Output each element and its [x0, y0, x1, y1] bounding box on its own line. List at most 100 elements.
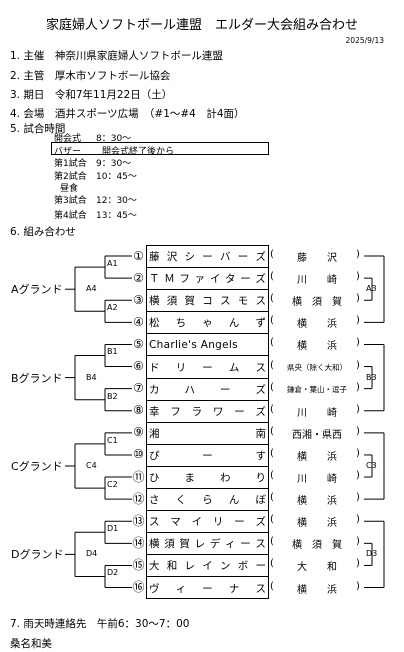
region-paren-close: ) — [356, 337, 360, 349]
team-region: 横 浜 — [297, 451, 337, 463]
region-paren-open: ( — [270, 470, 274, 482]
right-label: D3 — [366, 549, 378, 559]
team-row: カハーズ — [147, 379, 268, 401]
region-paren-close: ) — [356, 249, 360, 261]
team-region: 横 浜 — [297, 319, 337, 331]
team-number: ⑧ — [133, 403, 144, 418]
team-name: ひまわり — [149, 472, 266, 485]
venue-line: 4. 会場 酒井スポーツ広場 （#1～#4 計4面） — [10, 108, 245, 120]
organizer-line: 1. 主催 神奈川県家庭婦人ソフトボール連盟 — [10, 50, 223, 62]
team-row: 横須賀レディース — [147, 533, 268, 556]
region-paren-open: ( — [270, 249, 274, 261]
team-name: ヴィーナス — [149, 583, 266, 596]
region-paren-close: ) — [356, 381, 360, 393]
region-paren-open: ( — [270, 492, 274, 504]
region-paren-close: ) — [356, 315, 360, 327]
team-name: 藤沢シーバーズ — [149, 251, 266, 264]
team-name: 大和レインボー — [149, 560, 266, 573]
team-row: ドリームス — [147, 357, 268, 379]
team-number: ⑮ — [132, 557, 145, 572]
team-name: 湘南 — [149, 427, 266, 440]
schedule-time: 開会式終了後から — [102, 147, 175, 157]
region-paren-close: ) — [356, 514, 360, 526]
team-number: ⑤ — [133, 336, 144, 351]
ground-label: Aグランド — [11, 283, 63, 297]
match-label: B1 — [107, 347, 118, 357]
team-row: Charlie's Angels — [147, 334, 268, 357]
region-paren-open: ( — [270, 337, 274, 349]
match-label: C1 — [107, 435, 118, 445]
team-region: 横 浜 — [297, 584, 337, 596]
contact-name: 桑名和美 — [10, 638, 52, 650]
region-paren-open: ( — [270, 514, 274, 526]
team-row: 大和レインボー — [147, 555, 268, 578]
team-region: 横 浜 — [297, 518, 337, 530]
ground-label: Bグランド — [11, 371, 63, 385]
final-label: D4 — [86, 549, 98, 559]
region-paren-close: ) — [356, 492, 360, 504]
schedule-label: 開会式 — [54, 134, 82, 144]
team-region: 鎌倉・葉山・逗子 — [287, 384, 347, 394]
team-region: 藤 沢 — [297, 253, 337, 265]
region-paren-open: ( — [270, 271, 274, 283]
team-row: 湘南 — [147, 423, 268, 445]
team-number: ⑫ — [132, 491, 145, 506]
region-paren-close: ) — [356, 359, 360, 371]
team-row: 松ちゃんず — [147, 312, 268, 335]
team-row: 幸フラワーズ — [147, 401, 268, 423]
team-row: ヴィーナス — [147, 578, 268, 600]
region-paren-close: ) — [356, 470, 360, 482]
ground-label: Cグランド — [11, 460, 63, 473]
team-region: 西湘・県西 — [292, 429, 342, 441]
ground-label: Dグランド — [11, 548, 64, 562]
team-number: ① — [133, 248, 144, 263]
team-row: スマイリーズ — [147, 511, 268, 534]
period-line: 3. 期日 令和7年11月22日（土） — [10, 89, 173, 101]
team-name: 横須賀レディース — [149, 538, 266, 551]
team-name: カハーズ — [149, 383, 266, 396]
schedule-time: 13：45～ — [96, 211, 137, 221]
team-number: ⑭ — [132, 535, 145, 550]
schedule-label: 第2試合 — [54, 172, 87, 182]
match-label: A1 — [107, 259, 118, 269]
team-region: 横 浜 — [297, 496, 337, 508]
team-row: さくらんぼ — [147, 489, 268, 512]
team-name: スマイリーズ — [149, 516, 266, 529]
region-paren-close: ) — [356, 536, 360, 548]
region-paren-close: ) — [356, 403, 360, 415]
region-paren-open: ( — [270, 447, 274, 459]
final-label: A4 — [86, 284, 97, 294]
team-number: ④ — [133, 314, 144, 329]
region-paren-open: ( — [270, 403, 274, 415]
schedule-label: 第4試合 — [54, 211, 87, 221]
right-label: C3 — [366, 461, 377, 470]
team-name: ぴーす — [149, 449, 266, 462]
schedule-label: バザー — [54, 147, 82, 157]
region-paren-open: ( — [270, 293, 274, 305]
team-name: 松ちゃんず — [149, 317, 266, 330]
team-number: ⑨ — [133, 425, 144, 440]
team-row: 横須賀コスモス — [147, 290, 268, 313]
region-paren-close: ) — [356, 580, 360, 592]
team-region: 川 崎 — [297, 275, 337, 287]
region-paren-open: ( — [270, 580, 274, 592]
region-paren-open: ( — [270, 359, 274, 371]
region-paren-open: ( — [270, 381, 274, 393]
region-paren-close: ) — [356, 271, 360, 283]
team-name: ドリームス — [149, 361, 266, 374]
region-paren-close: ) — [356, 447, 360, 459]
team-name: 幸フラワーズ — [149, 405, 266, 418]
final-label: C4 — [86, 461, 97, 470]
team-number: ③ — [133, 292, 144, 307]
team-number: ⑥ — [133, 359, 144, 374]
right-label: A3 — [366, 284, 377, 294]
supervisor-line: 2. 主管 厚木市ソフトボール協会 — [10, 70, 171, 82]
schedule-time: 8：30～ — [96, 134, 132, 144]
region-paren-close: ) — [356, 558, 360, 570]
page-title: 家庭婦人ソフトボール連盟 エルダー大会組み合わせ — [45, 18, 358, 33]
match-label: D1 — [107, 524, 119, 534]
team-region: 横 浜 — [297, 341, 337, 353]
